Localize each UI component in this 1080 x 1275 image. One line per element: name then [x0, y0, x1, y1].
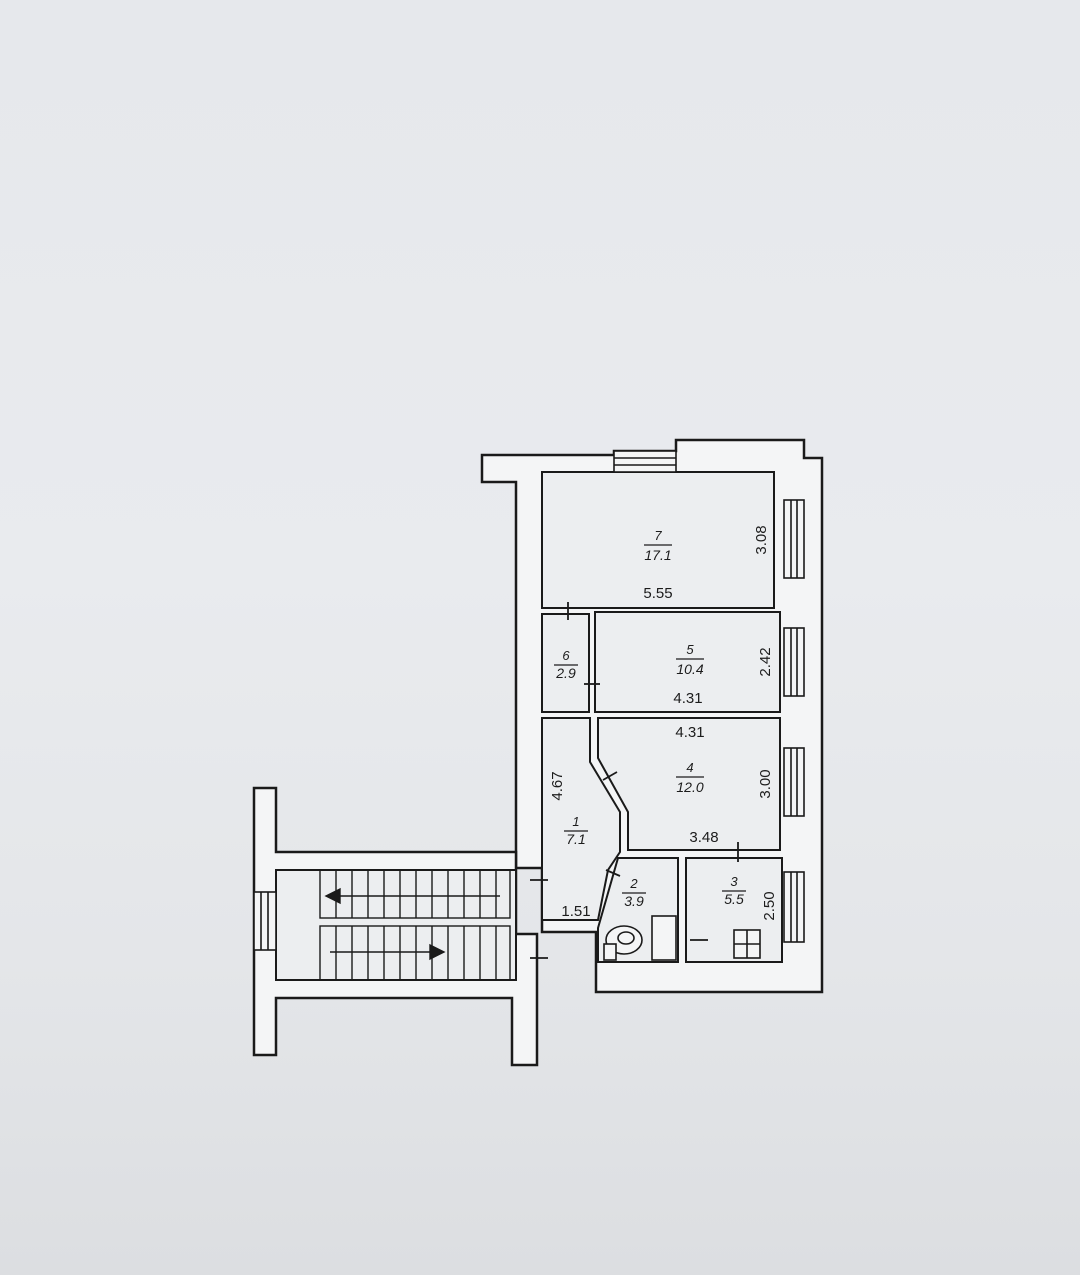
dim-room4-bottom: 3.48	[689, 829, 718, 846]
fixture-box	[651, 915, 677, 961]
windows	[253, 450, 805, 951]
dim-room5-depth: 2.42	[757, 647, 774, 676]
window-icon	[613, 450, 677, 473]
room-4-area: 12.0	[676, 779, 703, 795]
room-7-area: 17.1	[644, 547, 671, 563]
room-4	[597, 717, 781, 851]
window-icon	[783, 499, 805, 579]
door-marks	[530, 602, 739, 959]
room-1-area: 7.1	[566, 831, 585, 847]
dim-room1-bottom: 1.51	[561, 903, 590, 920]
dimension-labels: 5.55 3.08 4.31 2.42 4.31 3.00 3.48 4.67 …	[549, 525, 778, 920]
room-6	[541, 613, 590, 713]
room-6-area: 2.9	[555, 665, 576, 681]
room-7-number: 7	[654, 528, 662, 543]
room-6-number: 6	[562, 648, 570, 663]
room-labels: 7 17.1 6 2.9 5 10.4 4 12.0 1 7.1 2 3.9 3…	[554, 528, 746, 909]
stair-icon	[319, 869, 511, 981]
stove-icon	[733, 929, 761, 959]
dim-room7-depth: 3.08	[753, 525, 770, 554]
room-7	[541, 471, 775, 609]
dim-room1-height: 4.67	[549, 771, 566, 800]
window-icon	[253, 891, 277, 951]
room-3-number: 3	[730, 874, 738, 889]
window-icon	[783, 747, 805, 817]
toilet-icon	[603, 925, 643, 961]
dim-room7-width: 5.55	[643, 585, 672, 602]
room-3-area: 5.5	[724, 891, 744, 907]
room-2-area: 3.9	[624, 893, 644, 909]
door-icon	[602, 771, 618, 781]
window-icon	[783, 627, 805, 697]
room-5-area: 10.4	[676, 661, 703, 677]
dim-room5-width: 4.31	[673, 690, 702, 707]
dim-room3-depth: 2.50	[761, 891, 778, 920]
room-2-number: 2	[629, 876, 638, 891]
door-icon	[605, 869, 621, 877]
room-3	[685, 857, 783, 963]
room-5-number: 5	[686, 642, 694, 657]
room-1-number: 1	[572, 814, 579, 829]
dim-room4-width: 4.31	[675, 724, 704, 741]
room-1	[541, 717, 621, 921]
window-icon	[783, 871, 805, 943]
room-5	[594, 611, 781, 713]
room-4-number: 4	[686, 760, 693, 775]
dim-room4-depth: 3.00	[757, 769, 774, 798]
